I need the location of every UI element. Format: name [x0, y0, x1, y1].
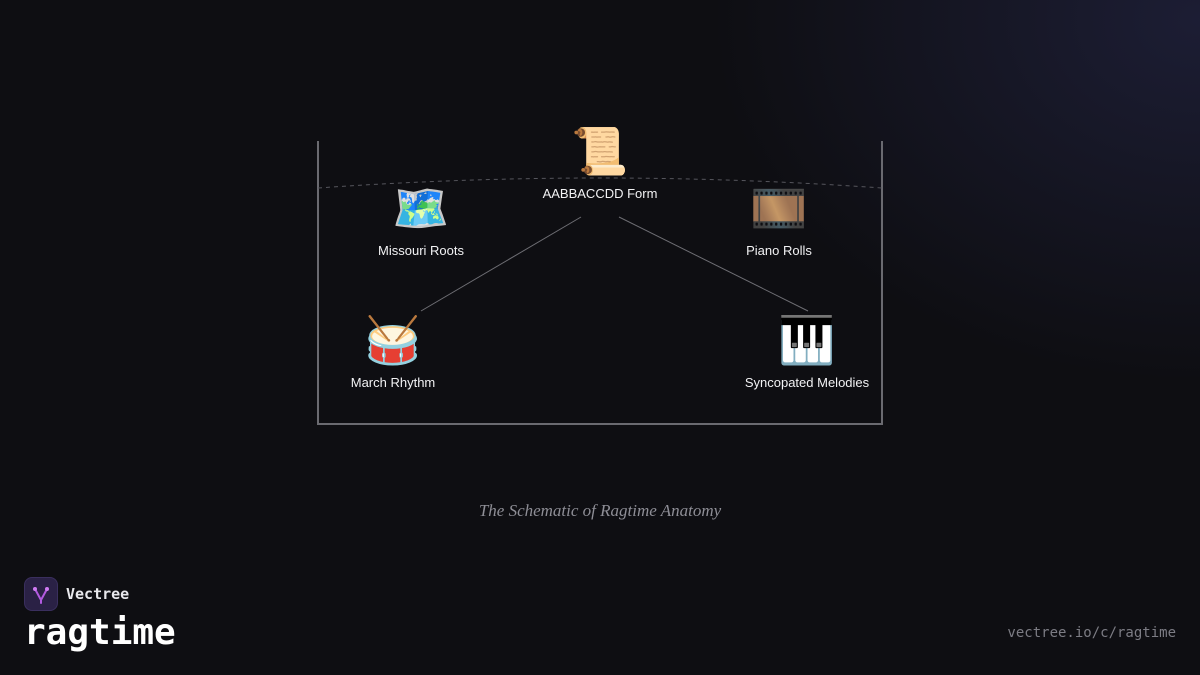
diagram-caption: The Schematic of Ragtime Anatomy: [478, 501, 722, 520]
node-march-rhythm: 🥁 March Rhythm: [351, 313, 436, 390]
bowl-outline: [317, 141, 883, 425]
node-label: Piano Rolls: [746, 243, 812, 258]
drum-icon: 🥁: [364, 313, 422, 367]
vectree-logo-icon[interactable]: [24, 577, 58, 611]
topic-title: ragtime: [24, 612, 176, 653]
film-frames-icon: 🎞️: [750, 181, 808, 235]
piano-keyboard-icon: 🎹: [778, 313, 836, 367]
scroll-icon: 📜: [571, 124, 629, 178]
node-missouri-roots: 🗺️ Missouri Roots: [378, 181, 464, 258]
node-label: Missouri Roots: [378, 243, 464, 258]
node-syncopated-melodies: 🎹 Syncopated Melodies: [745, 313, 869, 390]
map-icon: 🗺️: [392, 181, 450, 235]
edge-form-melodies: [618, 216, 809, 312]
node-label: Syncopated Melodies: [744, 375, 870, 390]
node-label: AABBACCDD Form: [542, 186, 658, 201]
page-url[interactable]: vectree.io/c/ragtime: [1007, 625, 1176, 641]
node-piano-rolls: 🎞️ Piano Rolls: [746, 181, 812, 258]
logo-glyph: [33, 587, 49, 604]
node-aabbaccdd-form: 📜 AABBACCDD Form: [543, 124, 658, 201]
node-label: March Rhythm: [350, 375, 436, 390]
dashed-arc: [317, 177, 883, 189]
edge-form-march: [420, 216, 582, 312]
brand-name: Vectree: [66, 585, 130, 603]
